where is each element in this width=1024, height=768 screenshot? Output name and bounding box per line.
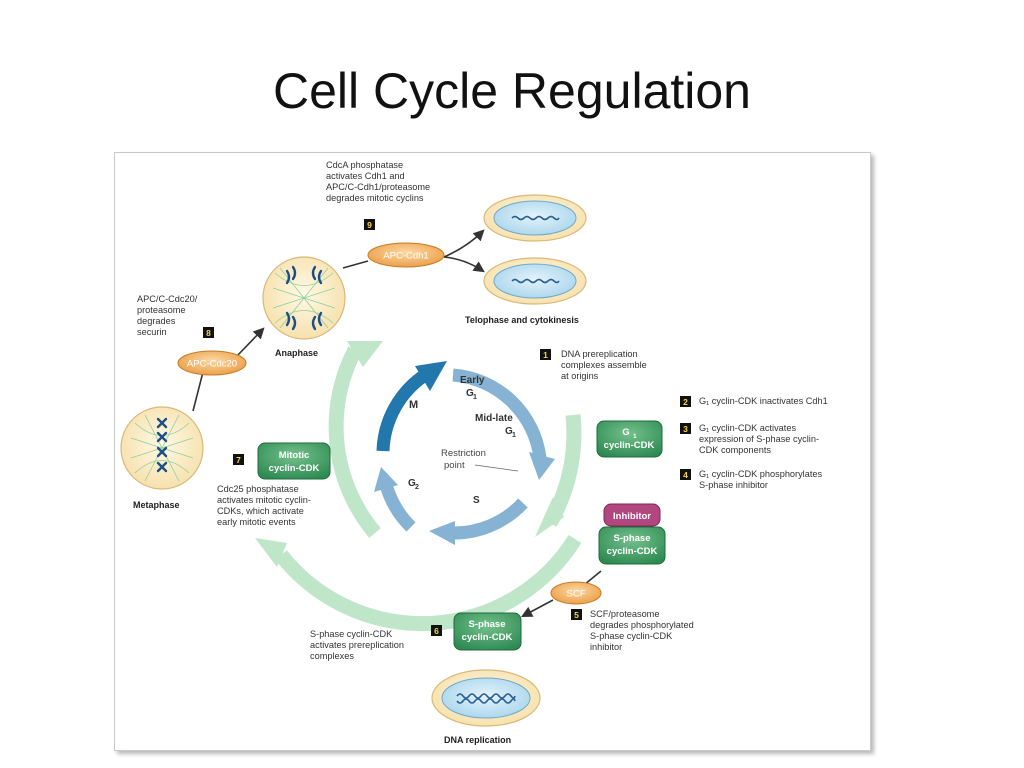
apc-cdc20-label: APC-Cdc20: [187, 359, 237, 370]
dna-replication-cell: [431, 669, 541, 727]
inhibitor-box: Inhibitor: [603, 503, 661, 527]
g1-cdk-letter: G: [622, 427, 629, 438]
step-badge-4: 4: [680, 469, 691, 480]
phase-g2-subscript: 2: [415, 484, 419, 491]
s-phase6-box-line2: cyclin-CDK: [462, 632, 513, 643]
svg-text:6: 6: [434, 626, 439, 636]
telophase-label: Telophase and cytokinesis: [465, 315, 579, 325]
anaphase-label: Anaphase: [275, 348, 318, 358]
mitotic-box-line2: cyclin-CDK: [269, 463, 320, 474]
phase-s-label: S: [473, 495, 480, 506]
restriction-point-label-2: point: [444, 460, 465, 471]
step-badge-2: 2: [680, 396, 691, 407]
restriction-point-label: Restriction: [441, 448, 486, 459]
early-g1-subscript: 1: [473, 394, 477, 401]
s-phase-box-line2: cyclin-CDK: [607, 546, 658, 557]
inner-cycle-arrows: [374, 361, 555, 545]
mid-late-g1-label: Mid-late: [475, 413, 513, 424]
svg-text:8: 8: [206, 328, 211, 338]
chromatin-icon: [456, 693, 516, 699]
early-g1-label: Early: [460, 375, 485, 386]
restriction-point-pointer: [474, 464, 519, 472]
metaphase-label: Metaphase: [133, 500, 180, 510]
step-badge-9: 9: [364, 219, 375, 230]
mid-late-g1-subscript: 1: [512, 432, 516, 439]
svg-text:9: 9: [367, 220, 372, 230]
dna-replication-label: DNA replication: [444, 735, 511, 745]
g1-cdk-subscript: 1: [633, 433, 637, 440]
step-badge-7: 7: [233, 454, 244, 465]
svg-text:5: 5: [574, 610, 579, 620]
early-g1-letter: G: [466, 388, 474, 399]
step-note-2: G₁ cyclin-CDK inactivates Cdh1: [699, 396, 828, 406]
connector-arrows: [192, 229, 602, 618]
metaphase-cell: [120, 406, 204, 490]
telophase-cells: [483, 194, 587, 305]
mitotic-cyclin-cdk-box: Mitotic cyclin-CDK: [257, 442, 331, 480]
mid-late-g1-letter: G: [505, 426, 513, 437]
anaphase-cell: [262, 256, 346, 340]
slide-title: Cell Cycle Regulation: [272, 63, 751, 119]
g1-cdk-text: cyclin-CDK: [604, 440, 655, 451]
scf-enzyme: SCF: [550, 581, 602, 605]
step-badge-5: 5: [571, 609, 582, 620]
inhibitor-label: Inhibitor: [613, 511, 651, 522]
apc-cdh1-label: APC-Cdh1: [383, 251, 428, 262]
step-badge-8: 8: [203, 327, 214, 338]
s-phase-box-line1: S-phase: [614, 533, 651, 544]
apc-cdh1-enzyme: APC-Cdh1: [367, 242, 445, 268]
svg-text:4: 4: [683, 470, 688, 480]
phase-m-label: M: [409, 399, 418, 411]
svg-text:2: 2: [683, 397, 688, 407]
svg-text:3: 3: [683, 424, 688, 434]
svg-text:1: 1: [543, 350, 548, 360]
phase-g2-letter: G: [408, 478, 416, 489]
s-phase6-box-line1: S-phase: [469, 619, 506, 630]
svg-text:7: 7: [236, 455, 241, 465]
chromatin-icon: [511, 278, 560, 284]
g1-cyclin-cdk-box: G 1 cyclin-CDK: [596, 420, 663, 458]
scf-label: SCF: [567, 589, 586, 600]
step-badge-3: 3: [680, 423, 691, 434]
s-phase-cyclin-cdk-box: S-phase cyclin-CDK: [598, 526, 666, 565]
cell-cycle-figure: M Early G 1 Mid-late G 1 Restriction poi…: [114, 152, 871, 751]
chromatin-icon: [456, 698, 516, 704]
mitotic-box-line1: Mitotic: [279, 450, 310, 461]
step-badge-6: 6: [431, 625, 442, 636]
step-badge-1: 1: [540, 349, 551, 360]
cell-cycle-diagram: M Early G 1 Mid-late G 1 Restriction poi…: [120, 160, 828, 745]
s-phase-cyclin-cdk-box-6: S-phase cyclin-CDK: [453, 612, 522, 651]
chromatin-icon: [511, 215, 560, 221]
apc-cdc20-enzyme: APC-Cdc20: [177, 350, 247, 376]
outer-cycle-arrows: [255, 341, 582, 632]
